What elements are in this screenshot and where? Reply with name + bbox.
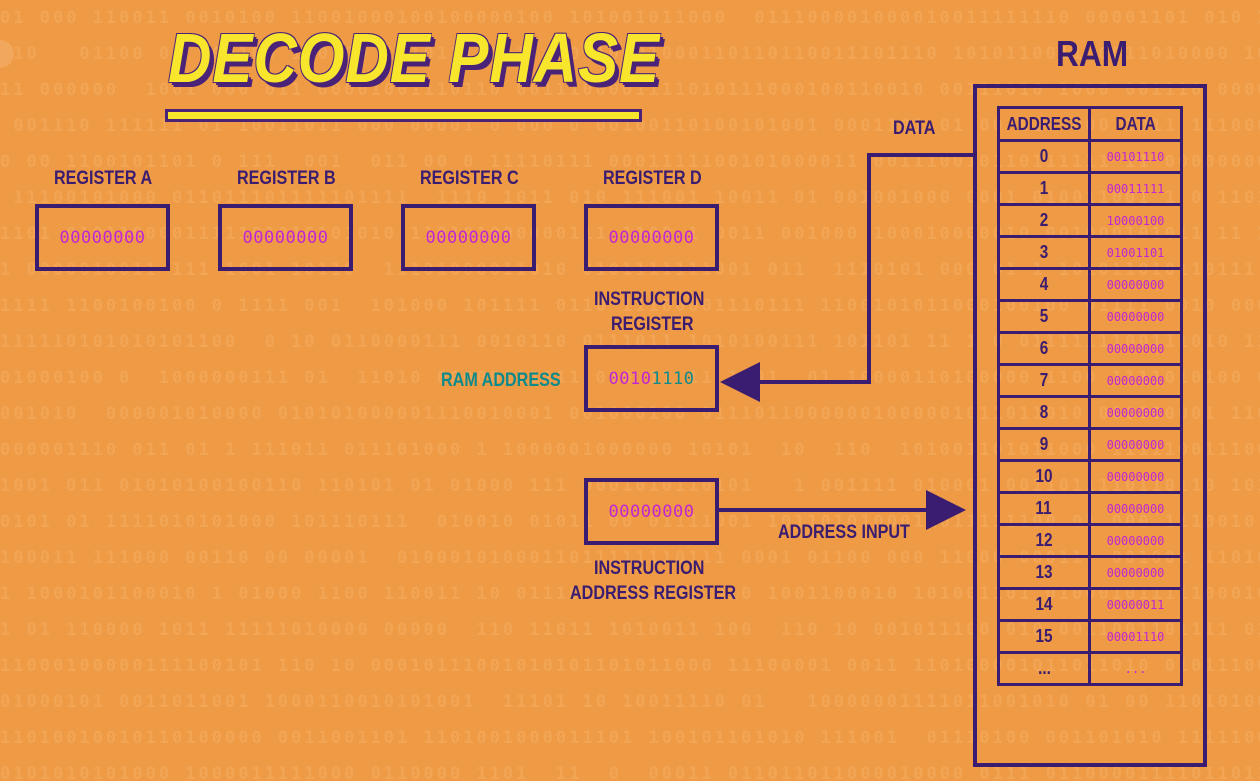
title-underline xyxy=(165,109,642,122)
ram-row-data: 01001101 xyxy=(1088,235,1183,270)
register-a-label: REGISTER A xyxy=(54,168,153,189)
page-title: DECODE PHASE xyxy=(168,19,661,97)
register-d-box: 00000000 xyxy=(584,204,719,271)
ram-row-data: 00000000 xyxy=(1088,267,1183,302)
ram-row-data: 00011111 xyxy=(1088,171,1183,206)
ram-row-data: 10000100 xyxy=(1088,203,1183,238)
ram-row-data: 00000000 xyxy=(1088,331,1183,366)
register-a-value: 00000000 xyxy=(59,227,146,248)
ram-title: RAM xyxy=(1056,33,1129,74)
instruction-register-address: 1110 xyxy=(651,368,695,389)
ram-row-data: 00000000 xyxy=(1088,555,1183,590)
ram-row-data: 00000000 xyxy=(1088,299,1183,334)
register-c-value: 00000000 xyxy=(425,227,512,248)
ram-row-address: 4 xyxy=(996,267,1092,302)
ram-address-label: RAM ADDRESS xyxy=(441,370,561,391)
ram-row-data: 00000000 xyxy=(1088,459,1183,494)
ram-col-address: ADDRESS xyxy=(996,106,1092,142)
ram-row-data: 00001110 xyxy=(1088,619,1183,654)
register-a-box: 00000000 xyxy=(35,204,170,271)
ram-row-address: 14 xyxy=(996,587,1092,622)
ram-row-address: 13 xyxy=(996,555,1092,590)
register-b-label: REGISTER B xyxy=(237,168,336,189)
ram-row-address: 11 xyxy=(996,491,1092,526)
ram-row-data: 00000000 xyxy=(1088,363,1183,398)
ram-row-address: ... xyxy=(996,651,1092,686)
register-c-box: 00000000 xyxy=(401,204,536,271)
ram-col-data: DATA xyxy=(1088,106,1183,142)
instruction-address-register-label-line1: INSTRUCTION xyxy=(594,558,705,579)
ram-row-data: 00000000 xyxy=(1088,523,1183,558)
instruction-address-register-box: 00000000 xyxy=(584,478,719,545)
ram-outer-frame xyxy=(973,84,1207,767)
instruction-register-label-line2: REGISTER xyxy=(611,314,694,335)
ram-row: ...... xyxy=(996,651,1183,686)
instruction-address-register-value: 00000000 xyxy=(608,501,695,522)
ram-row-address: 8 xyxy=(996,395,1092,430)
data-bus-wire xyxy=(720,153,973,402)
ram-row-data: ... xyxy=(1088,651,1183,686)
ram-row-data: 00000000 xyxy=(1088,427,1183,462)
ram-row-address: 10 xyxy=(996,459,1092,494)
address-input-label: ADDRESS INPUT xyxy=(778,522,910,543)
ram-row-data: 00000000 xyxy=(1088,491,1183,526)
register-b-value: 00000000 xyxy=(242,227,329,248)
ram-row-address: 7 xyxy=(996,363,1092,398)
ram-row-address: 12 xyxy=(996,523,1092,558)
data-label: DATA xyxy=(893,118,936,139)
ram-row-data: 00000011 xyxy=(1088,587,1183,622)
ram-row-address: 15 xyxy=(996,619,1092,654)
ram-row-address: 1 xyxy=(996,171,1092,206)
ram-row-data: 00000000 xyxy=(1088,395,1183,430)
ram-row-address: 3 xyxy=(996,235,1092,270)
ram-row-address: 6 xyxy=(996,331,1092,366)
instruction-register-label-line1: INSTRUCTION xyxy=(594,289,705,310)
ram-row-address: 9 xyxy=(996,427,1092,462)
register-b-box: 00000000 xyxy=(218,204,353,271)
ram-row-address: 2 xyxy=(996,203,1092,238)
logo-icon xyxy=(0,40,14,68)
ram-row-address: 0 xyxy=(996,139,1092,174)
register-d-label: REGISTER D xyxy=(603,168,702,189)
ram-row-address: 5 xyxy=(996,299,1092,334)
instruction-register-opcode: 0010 xyxy=(608,368,652,389)
instruction-address-register-label-line2: ADDRESS REGISTER xyxy=(570,583,737,604)
register-d-value: 00000000 xyxy=(608,227,695,248)
ram-row-data: 00101110 xyxy=(1088,139,1183,174)
ram-table-header: ADDRESS DATA xyxy=(996,106,1183,142)
register-c-label: REGISTER C xyxy=(420,168,519,189)
